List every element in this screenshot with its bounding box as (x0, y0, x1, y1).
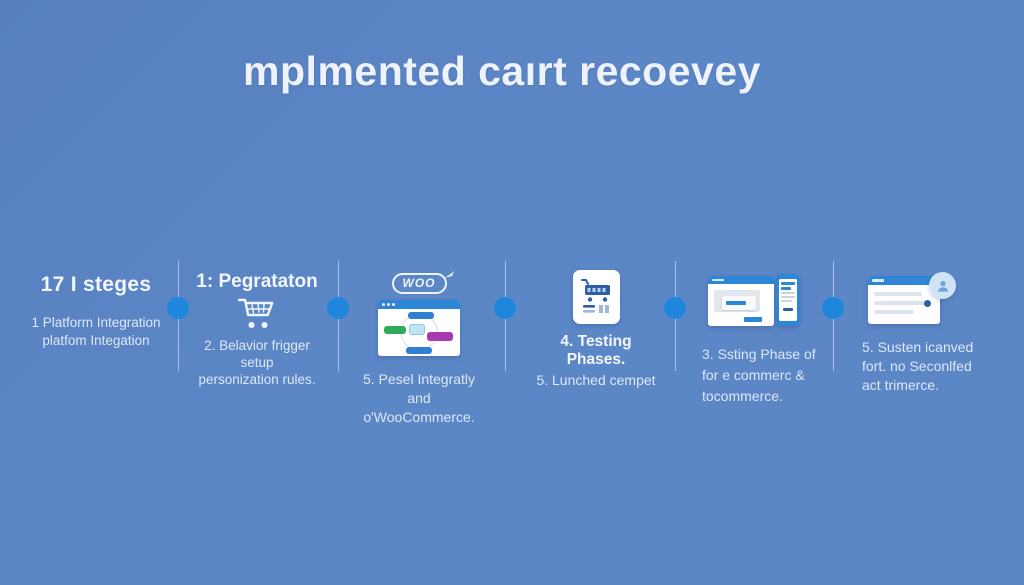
card-label (726, 301, 746, 305)
stage-2-heading: 1: Pegrataton (196, 271, 318, 292)
stage-6-text: 5. Susten icanved fort. no Seconlfed act… (862, 338, 980, 395)
stage-2-text: 2. Belavior frigger setup personization … (190, 337, 324, 388)
timeline-divider (664, 261, 686, 371)
browser-titlebar (868, 276, 940, 285)
stage-5-text: 3. Ssting Phase of for e commerc & tocom… (702, 344, 820, 407)
stage-6: 5. Susten icanved fort. no Seconlfed act… (860, 272, 980, 395)
desktop-mobile-icon (708, 274, 800, 332)
stage-1-text: 1 Platform Integration platfom Integatio… (18, 314, 174, 350)
page-title: mplmented caırt recoevey (243, 48, 761, 94)
woo-logo-text: WOO (402, 276, 436, 290)
flow-node-right (427, 332, 453, 341)
mobile-phone (776, 274, 800, 326)
woo-swoosh-icon (443, 271, 454, 278)
browser-titlebar (378, 300, 460, 309)
cart-receipt-icon (572, 270, 620, 324)
stage-5-line-3: tocommerce. (702, 388, 783, 404)
flow-node-center (409, 324, 425, 335)
flow-node-bottom (406, 347, 432, 354)
timeline-dot (664, 297, 686, 319)
timeline-dot (327, 297, 349, 319)
stage-2-line-1: 2. Belavior frigger setup (204, 338, 310, 370)
text-line (874, 292, 922, 296)
flow-node-top (408, 312, 434, 319)
stage-6-line-2: fort. no Seconlfed (862, 358, 972, 374)
stage-3-line-2: o'WooCommerce. (363, 409, 475, 425)
timeline-dot (822, 297, 844, 319)
stage-5: 3. Ssting Phase of for e commerc & tocom… (698, 274, 820, 407)
timeline-divider (494, 261, 516, 371)
text-line (874, 301, 926, 305)
browser-window (868, 276, 940, 324)
stage-6-line-1: 5. Susten icanved (862, 339, 974, 355)
stage-2-line-2: personization rules. (198, 372, 316, 387)
user-badge-icon (929, 272, 956, 299)
cta-button (744, 317, 762, 322)
stage-4-text: 5. Lunched cempet (530, 372, 662, 388)
text-line (874, 310, 914, 314)
stage-3-line-1: 5. Pesel Integratly and (362, 371, 476, 406)
flowchart-diagram (378, 309, 460, 356)
stage-1: 17 I steges 1 Platform Integration platf… (18, 273, 174, 350)
stage-6-line-3: act trimerce. (862, 377, 940, 393)
timeline-divider (327, 261, 349, 371)
timeline-divider (167, 261, 189, 371)
flow-node-left (384, 326, 406, 334)
stage-1-line-1: 1 Platform Integration (31, 315, 161, 330)
desktop-window (708, 276, 774, 326)
stage-2: 1: Pegrataton 2. Belavior frigger setup … (190, 271, 324, 388)
timeline-dot (494, 297, 516, 319)
stage-4: 4. Testing Phases. 5. Lunched cempet (530, 270, 662, 388)
stage-5-line-1: 3. Ssting Phase of (702, 346, 816, 362)
stage-4-line-1: 5. Lunched cempet (536, 372, 656, 388)
status-dot (924, 300, 931, 307)
stage-3: WOO 5. Pesel Integratly and o'WooCommerc… (354, 271, 484, 427)
stage-5-line-2: for e commerc & (702, 367, 805, 383)
stage-3-text: 5. Pesel Integratly and o'WooCommerce. (354, 370, 484, 427)
timeline-dot (167, 297, 189, 319)
stage-1-heading: 17 I steges (40, 273, 152, 296)
browser-titlebar (708, 276, 774, 284)
flowchart-browser-icon (378, 300, 460, 356)
timeline-divider (822, 261, 844, 371)
woo-logo-badge: WOO (391, 271, 454, 294)
phone-screen (779, 279, 797, 321)
stage-1-line-2: platfom Integation (42, 333, 150, 348)
shopping-cart-icon (190, 296, 324, 332)
stage-4-heading: 4. Testing Phases. (560, 333, 632, 368)
browser-notification-icon (868, 272, 956, 328)
